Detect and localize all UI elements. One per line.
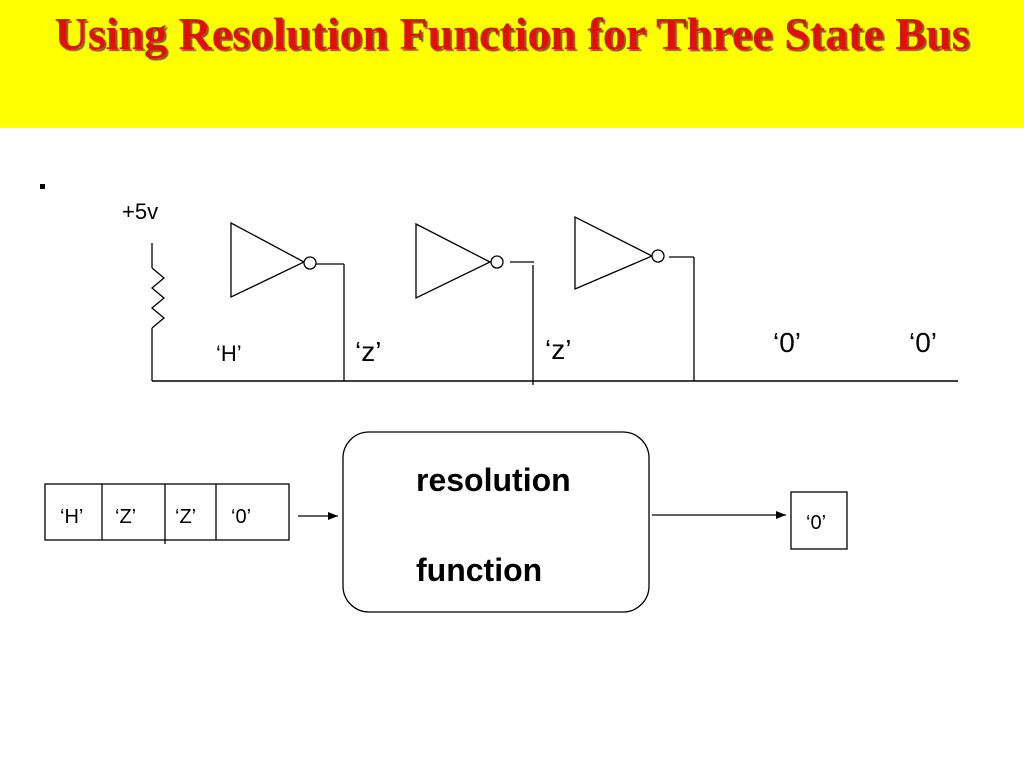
resolution-function-box: [342, 431, 650, 613]
bus-value-h: ‘H’: [216, 341, 242, 366]
input-value-1: ‘H’: [60, 506, 83, 528]
bus-value-0-2: ‘0’: [909, 327, 937, 358]
slide-title: Using Resolution Function for Three Stat…: [54, 8, 970, 59]
bus-value-z-2: ‘z’: [545, 334, 571, 365]
bullet-marker: [40, 184, 45, 189]
supply-label: +5v: [122, 199, 158, 224]
title-band: [0, 0, 1024, 128]
pull-up-resistor: [150, 243, 166, 381]
resolution-label: resolution: [416, 462, 571, 498]
tristate-buffer-3: [574, 215, 695, 381]
input-value-3: ‘Z’: [175, 506, 196, 528]
bus-value-z-1: ‘z’: [355, 336, 381, 367]
input-values-array: [44, 483, 290, 544]
output-box: [790, 491, 848, 550]
function-label: function: [416, 552, 542, 588]
tristate-buffer-1: [230, 221, 345, 381]
tristate-buffer-2: [415, 222, 534, 385]
input-value-2: ‘Z’: [115, 506, 136, 528]
output-value: ‘0’: [806, 512, 826, 534]
input-value-4: ‘0’: [231, 506, 251, 528]
bus-value-0-1: ‘0’: [773, 327, 801, 358]
